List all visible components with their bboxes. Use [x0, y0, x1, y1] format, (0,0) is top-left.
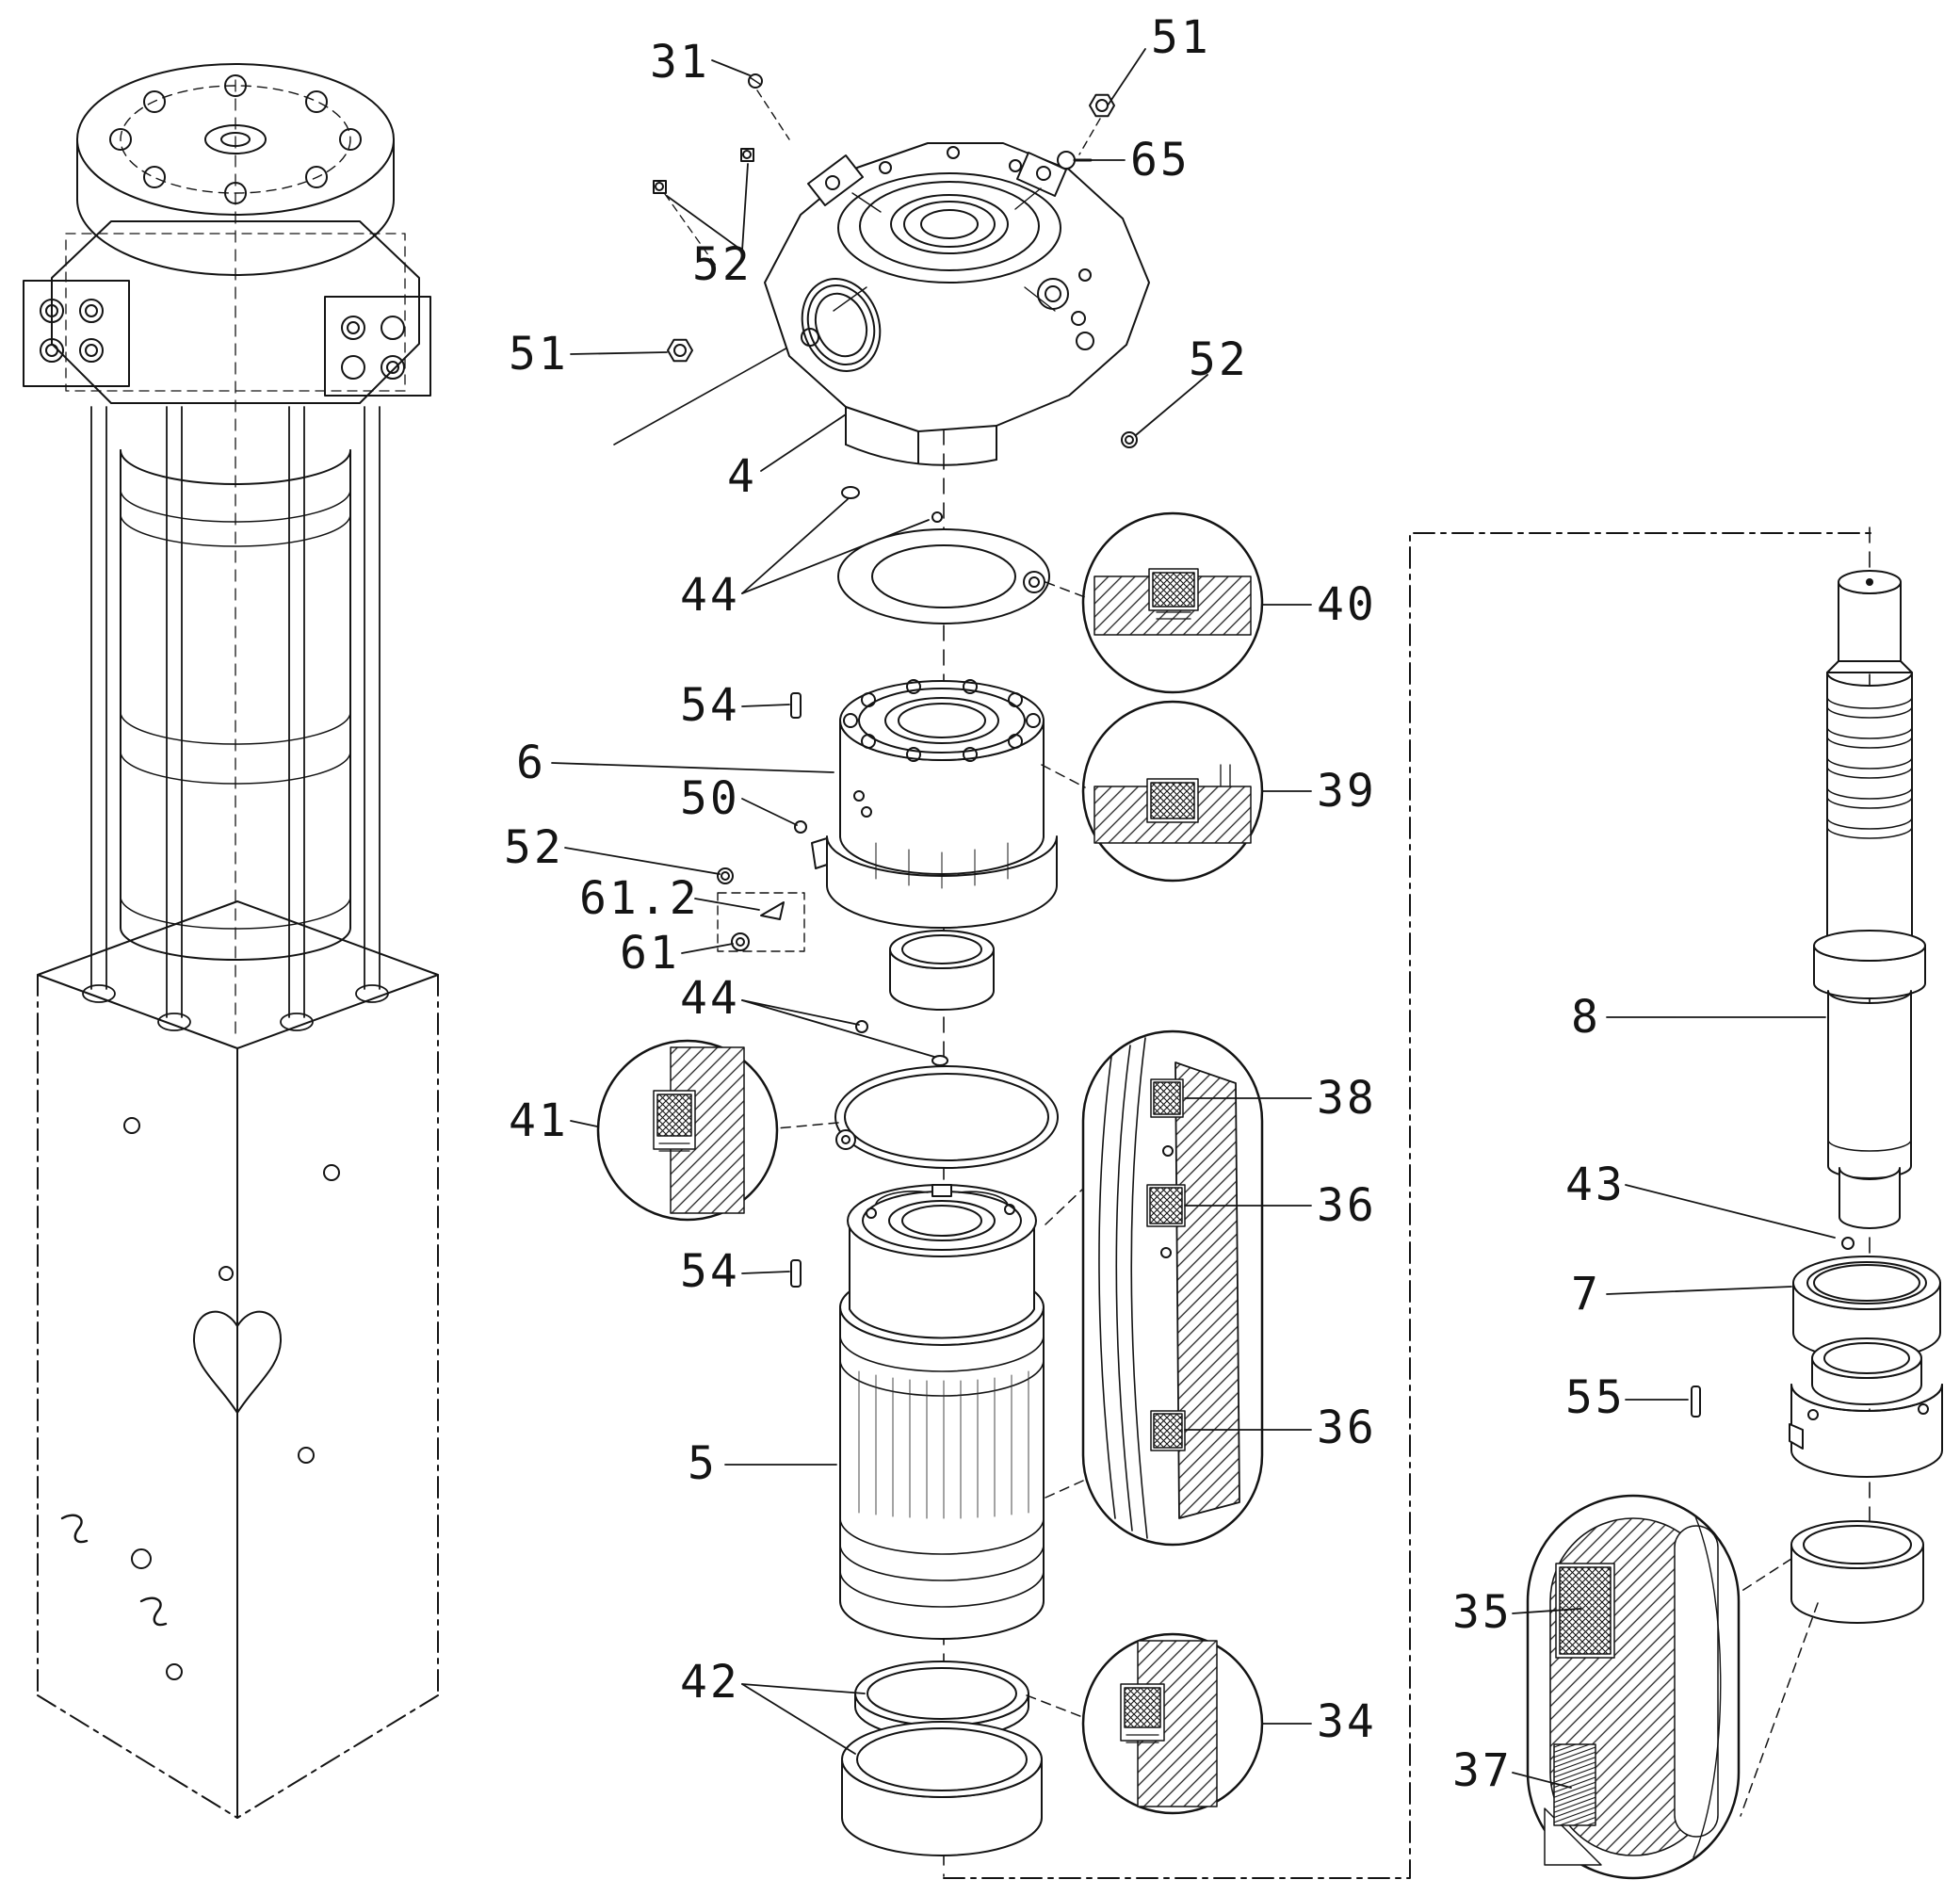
rings-42	[841, 1661, 1043, 1856]
detail-stadium-35-37	[1526, 1494, 1741, 1880]
valve-block-left	[23, 280, 130, 387]
label-5: 5	[688, 1437, 718, 1490]
label-35: 35	[1452, 1586, 1513, 1639]
ball-43	[1841, 1237, 1855, 1250]
label-38: 38	[1317, 1072, 1377, 1125]
label-61-2: 61.2	[579, 872, 700, 925]
label-37: 37	[1452, 1744, 1513, 1797]
seal-40	[1152, 572, 1195, 608]
label-6: 6	[516, 737, 546, 789]
seal-41	[656, 1094, 692, 1137]
pin-54-top	[790, 692, 802, 719]
label-52-mid: 52	[504, 821, 564, 874]
seal-36-lower	[1153, 1413, 1183, 1449]
detail-stadium-38-36	[1081, 1029, 1264, 1547]
labels: 51 31 65 52 51 52 4 44 40 54 6 39 50 52 …	[504, 11, 1626, 1797]
s-cutout-1	[60, 1514, 89, 1544]
detail-circle-41	[596, 1039, 779, 1222]
parts-61	[717, 892, 805, 952]
label-4: 4	[727, 450, 757, 503]
label-51-top: 51	[1151, 11, 1211, 64]
detail-circle-39	[1081, 700, 1264, 883]
s-cutout-2	[139, 1596, 168, 1627]
screw-52-mid	[717, 867, 734, 884]
leader-lines	[551, 48, 1836, 1789]
label-42: 42	[680, 1656, 740, 1709]
label-39: 39	[1317, 765, 1377, 818]
label-43: 43	[1565, 1159, 1626, 1211]
head-block	[51, 220, 420, 404]
seal-36-upper	[1149, 1187, 1183, 1224]
label-36-top: 36	[1317, 1179, 1377, 1232]
heart-cutout	[192, 1310, 283, 1414]
assembled-breaker-view	[23, 63, 439, 1819]
detail-circle-34	[1081, 1632, 1264, 1815]
label-50: 50	[680, 772, 740, 825]
pin-55	[1691, 1386, 1701, 1418]
seal-ring-44-top	[837, 486, 1050, 624]
label-7: 7	[1571, 1268, 1601, 1321]
bolt-51-top	[1078, 93, 1115, 155]
part-4-cylinder-head	[613, 142, 1150, 466]
pin-54-bottom	[790, 1259, 802, 1288]
detail-boundary-box	[943, 532, 1871, 1879]
part-7-ring	[1792, 1256, 1941, 1360]
spacer-ring	[889, 930, 995, 1011]
label-52-top: 52	[692, 238, 753, 291]
label-61: 61	[620, 927, 680, 980]
part-6-seal-retainer	[811, 679, 1058, 929]
ball-50	[794, 820, 807, 834]
dashed-connectors	[775, 581, 1819, 1817]
nut-51-left	[667, 338, 693, 363]
label-44-mid: 44	[680, 972, 740, 1025]
label-51-left: 51	[509, 328, 569, 381]
part-5-cylinder	[839, 1184, 1045, 1640]
label-41: 41	[509, 1094, 569, 1147]
lower-ring	[1790, 1520, 1924, 1624]
label-52-right: 52	[1189, 333, 1249, 386]
label-54-bot: 54	[680, 1245, 740, 1298]
label-8: 8	[1571, 991, 1601, 1044]
label-44-top: 44	[680, 569, 740, 622]
seal-34	[1124, 1687, 1161, 1728]
label-55: 55	[1565, 1371, 1626, 1424]
label-65: 65	[1130, 134, 1191, 186]
valve-block-right	[324, 296, 431, 397]
seal-39	[1150, 782, 1195, 819]
screw-31	[748, 73, 790, 140]
label-34: 34	[1317, 1695, 1377, 1748]
screws-52-top	[653, 148, 754, 267]
tie-rods	[82, 406, 389, 1031]
screw-52-right	[1121, 431, 1138, 448]
seal-35	[1559, 1566, 1612, 1655]
label-40: 40	[1317, 578, 1377, 631]
label-36-bot: 36	[1317, 1402, 1377, 1454]
seal-38	[1153, 1081, 1181, 1115]
lower-housing	[37, 900, 439, 1819]
lower-bushing	[1789, 1337, 1943, 1478]
main-cylinder	[120, 449, 351, 961]
label-31: 31	[650, 36, 710, 89]
cylinder-top-carrier	[847, 1184, 1037, 1339]
part-8-piston	[1813, 570, 1926, 1229]
label-54-top: 54	[680, 679, 740, 732]
seal-ring-44-mid	[834, 1020, 1059, 1169]
detail-circle-40	[1081, 511, 1264, 694]
